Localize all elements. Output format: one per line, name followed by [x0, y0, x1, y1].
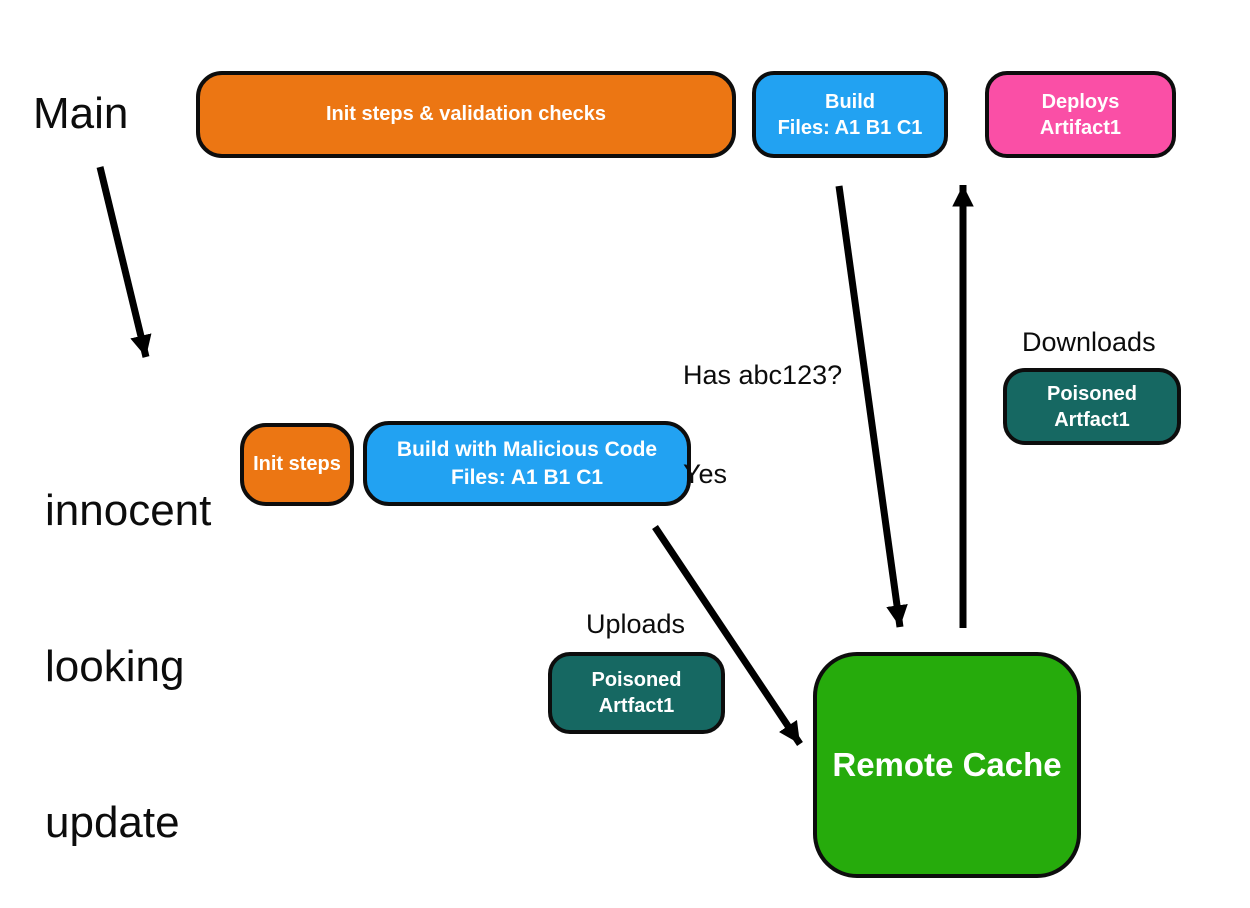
- init-steps-label: Init steps: [253, 453, 341, 475]
- poisoned-artifact-download-box: Poisoned Artfact1: [1003, 368, 1181, 445]
- innocent-update-line-1: innocent: [45, 486, 212, 535]
- init-steps-box: Init steps: [240, 423, 354, 506]
- remote-cache-box: Remote Cache: [813, 652, 1081, 878]
- build-box-line-1: Build: [825, 90, 875, 113]
- build-to-cache-arrow: [835, 185, 908, 628]
- malicious-build-line-2: Files: A1 B1 C1: [450, 465, 604, 489]
- main-to-update-arrow: [96, 166, 152, 358]
- cache-check-answer: Yes: [683, 459, 728, 489]
- cache-check-question: Has abc123?: [683, 360, 843, 390]
- poisoned-download-line-1: Poisoned: [1046, 382, 1137, 405]
- deploys-artifact-box: Deploys Artifact1: [985, 71, 1176, 158]
- malicious-build-line-1: Build with Malicious Code: [396, 437, 658, 461]
- init-validation-box: Init steps & validation checks: [196, 71, 736, 158]
- uploads-label: Uploads: [586, 609, 686, 639]
- init-validation-label: Init steps & validation checks: [325, 103, 607, 125]
- deploys-box-line-1: Deploys: [1041, 90, 1120, 113]
- main-branch-label: Main: [33, 89, 129, 138]
- poisoned-artifact-upload-box: Poisoned Artfact1: [548, 652, 725, 734]
- poisoned-upload-line-2: Artfact1: [598, 695, 675, 717]
- build-box-line-2: Files: A1 B1 C1: [777, 116, 923, 139]
- poisoned-download-line-2: Artfact1: [1054, 408, 1130, 431]
- innocent-update-line-2: looking: [45, 642, 185, 691]
- innocent-update-line-3: update: [45, 798, 180, 847]
- innocent-update-label: innocent looking update: [45, 381, 211, 908]
- remote-cache-label: Remote Cache: [832, 746, 1062, 783]
- deploys-box-line-2: Artifact1: [1039, 116, 1122, 139]
- malicious-build-to-cache-arrow: [652, 525, 803, 746]
- downloads-label: Downloads: [1022, 327, 1156, 357]
- malicious-build-box: Build with Malicious Code Files: A1 B1 C…: [363, 421, 691, 506]
- cache-check-label: Has abc123? Yes: [683, 293, 842, 557]
- poisoned-upload-line-1: Poisoned: [591, 669, 682, 691]
- build-box: Build Files: A1 B1 C1: [752, 71, 948, 158]
